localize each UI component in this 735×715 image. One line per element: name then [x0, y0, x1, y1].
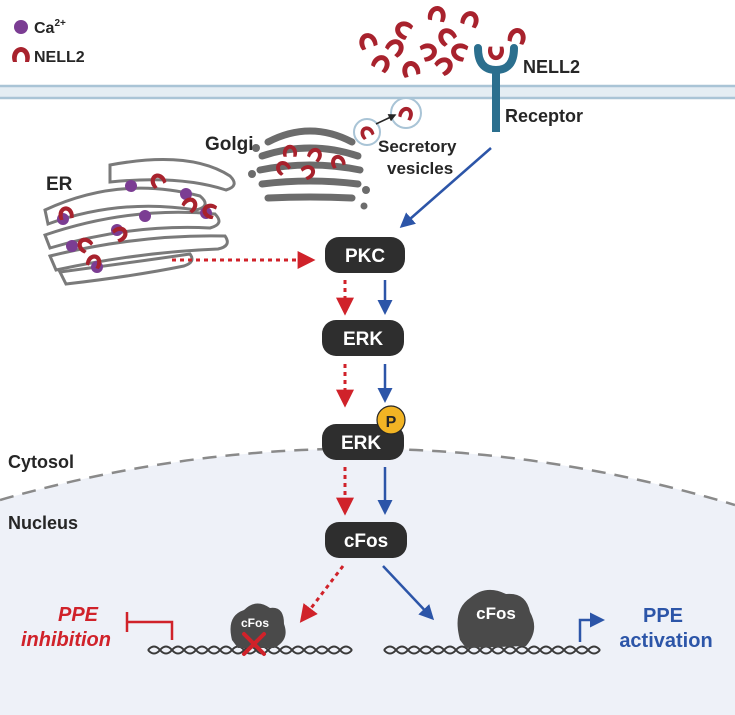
svg-text:cFos: cFos [344, 531, 388, 552]
nell2-receptor [474, 44, 518, 132]
inhibition-symbol [125, 612, 174, 640]
activation-symbol [578, 612, 605, 642]
receptor-nell2-label: NELL2 [523, 57, 580, 77]
legend: Ca2+ NELL2 [12, 18, 85, 66]
receptor-to-pkc-arrow [399, 147, 492, 228]
cell-membrane [0, 84, 735, 100]
ppe-activation-line1: PPE [643, 605, 683, 627]
dna-right [383, 645, 601, 655]
nell2-legend-icon [12, 47, 30, 62]
secretory-label-line2: vesicles [387, 159, 453, 178]
nucleus-region [0, 448, 735, 715]
endoplasmic-reticulum [43, 158, 236, 286]
bound-cfos-protein: cFos [457, 589, 535, 648]
ppe-inhibition-line1: PPE [58, 604, 99, 626]
secretory-vesicles [353, 97, 422, 146]
ppe-inhibition-line2: inhibition [21, 629, 111, 651]
calcium-legend-icon [14, 20, 28, 34]
er-label: ER [46, 174, 73, 195]
nucleus-label: Nucleus [8, 513, 78, 533]
golgi-label: Golgi [205, 134, 254, 155]
svg-text:ERK: ERK [343, 329, 383, 350]
pkc-node: PKC [325, 237, 405, 273]
svg-text:cFos: cFos [476, 604, 516, 623]
cfos-to-inhibition-arrow [299, 565, 345, 623]
cytosol-label: Cytosol [8, 452, 74, 472]
legend-calcium-label: Ca2+ [34, 18, 66, 37]
block-x-icon [242, 632, 266, 656]
phosphate-badge: P [376, 405, 406, 435]
svg-text:ERK: ERK [341, 433, 381, 454]
cfos-node: cFos [325, 522, 407, 558]
ppe-activation-line2: activation [619, 630, 712, 652]
svg-text:cFos: cFos [241, 616, 269, 630]
golgi-apparatus [248, 127, 370, 210]
receptor-label: Receptor [505, 106, 583, 126]
secretory-label-line1: Secretory [378, 137, 457, 156]
phospho-erk-node: ERK [322, 424, 404, 460]
svg-text:P: P [386, 414, 397, 431]
erk-node: ERK [322, 320, 404, 356]
legend-nell2-label: NELL2 [34, 49, 85, 66]
svg-text:PKC: PKC [345, 246, 385, 267]
cfos-to-activation-arrow [382, 565, 435, 621]
